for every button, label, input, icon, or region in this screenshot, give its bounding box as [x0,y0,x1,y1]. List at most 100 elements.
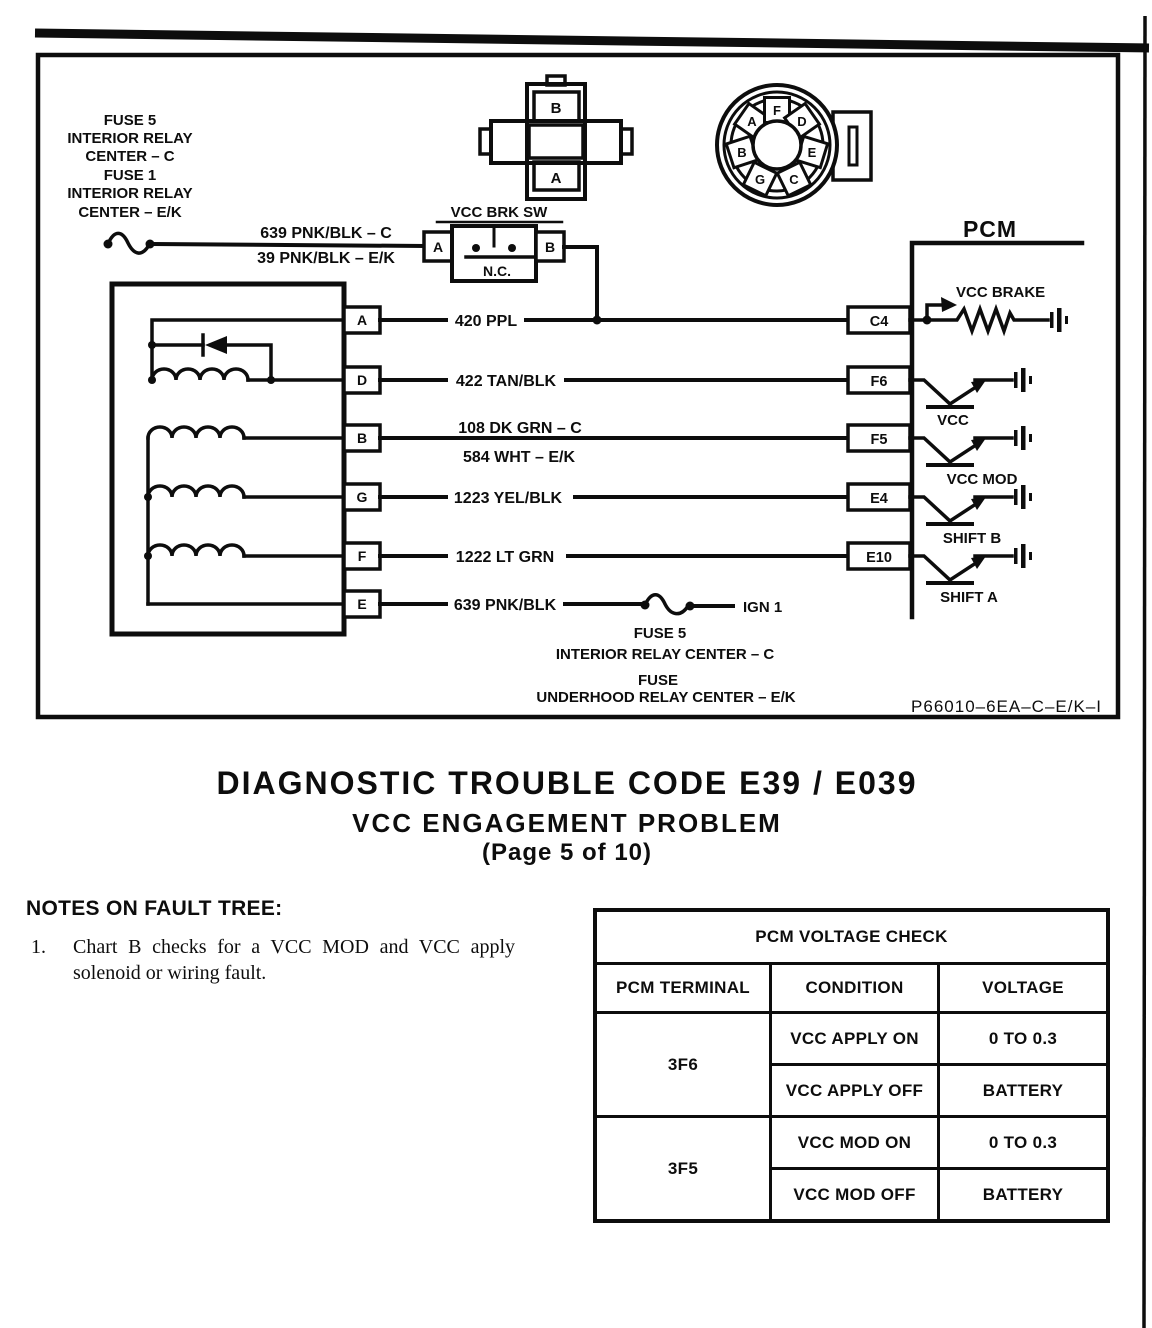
wire-label: 639 PNK/BLK [454,597,557,614]
wire-label: 639 PNK/BLK – C [260,225,392,242]
connector-pin-label: C [789,172,799,187]
column-header-pcm-terminal: PCM TERMINAL [593,962,772,1014]
terminal-label: D [357,372,367,388]
pcm-voltage-check-table: PCM VOLTAGE CHECK PCM TERMINAL CONDITION… [593,908,1110,1223]
cell-voltage: BATTERY [937,1063,1110,1118]
connector-pin-label: F [773,103,781,118]
pcm-pin-label: E10 [866,550,892,566]
switch-pin-label: B [545,239,555,255]
cell-terminal: 3F5 [593,1115,772,1223]
ignition-label: IGN 1 [743,599,782,616]
pcm-pin-label: C4 [870,314,889,330]
cell-voltage: 0 TO 0.3 [937,1115,1110,1170]
note-item-number: 1. [31,936,46,958]
terminal-label: F [358,548,367,564]
cell-condition: VCC APPLY OFF [769,1063,940,1118]
coil-f [146,543,246,558]
wire-label: 1222 LT GRN [456,549,554,566]
pcm-signal-label: VCC MOD [947,471,1018,488]
wire-label: 1223 YEL/BLK [454,490,563,507]
fuse-label: UNDERHOOD RELAY CENTER – E/K [536,689,795,706]
pcm-pin-label: E4 [870,491,888,507]
pcm-signal-label: SHIFT B [943,530,1001,547]
source-label: INTERIOR RELAY [67,130,192,147]
round-connector-drawing [715,83,873,207]
terminal-label: B [357,430,367,446]
wire-label: 420 PPL [455,313,517,330]
pcm-brake-circuit [908,297,1068,337]
source-label: CENTER – C [85,148,174,165]
switch-contact-label: N.C. [483,263,511,279]
page-edge-line [1142,15,1147,1328]
driver-vcc [908,368,1032,409]
diode-symbol [205,336,227,354]
diagram-text: FUSE 5 INTERIOR RELAY CENTER – C FUSE 1 … [67,100,1102,716]
column-header-condition: CONDITION [769,962,940,1014]
cell-voltage: 0 TO 0.3 [937,1011,1110,1066]
connector-pin-label: E [808,145,817,160]
page-subtitle: VCC ENGAGEMENT PROBLEM [352,808,782,838]
cell-condition: VCC MOD OFF [769,1167,940,1223]
pcm-boundary [846,240,1085,620]
harness-wires [378,315,850,616]
page-top-rule [34,28,1150,53]
table-title: PCM VOLTAGE CHECK [593,908,1110,965]
coil-b [146,425,246,440]
pcm-pin-label: F5 [871,432,888,448]
terminal-label: G [357,489,368,505]
connector-pin-label: G [755,172,765,187]
cell-condition: VCC APPLY ON [769,1011,940,1066]
cell-voltage: BATTERY [937,1167,1110,1223]
connector-pin-label: B [737,145,746,160]
connector-cavity-label: A [551,170,562,187]
driver-vcc-mod [908,426,1032,467]
fuse-label: INTERIOR RELAY CENTER – C [556,646,775,663]
pcm-driver-circuits [908,368,1032,585]
solenoid-assembly-drawing [109,281,382,637]
battery-feed-symbol [1050,308,1068,332]
fuse-label: FUSE [638,672,678,689]
ignition-feed-wire [103,231,427,255]
diagram-lines [35,52,1121,720]
source-label: CENTER – E/K [78,204,182,221]
wire-label: 39 PNK/BLK – E/K [257,250,395,267]
terminal-label: A [357,312,367,328]
page-artifacts [34,15,1150,1328]
note-item-text: Chart B checks for a VCC MOD and VCC app… [73,936,515,984]
source-label: FUSE 5 [104,112,157,129]
cross-connector-drawing [478,74,634,201]
pcm-signal-label: SHIFT A [940,589,998,606]
page-title: DIAGNOSTIC TROUBLE CODE E39 / E039 [216,765,918,801]
connector-pin-label: D [797,114,806,129]
wire-label: 422 TAN/BLK [456,373,557,390]
brake-switch-title: VCC BRK SW [451,204,549,221]
connector-pin-label: A [747,114,757,129]
fuse-break-symbol [643,593,690,616]
notes-heading: NOTES ON FAULT TREE: [26,897,283,920]
terminal-label: E [357,596,366,612]
brake-switch-drawing [422,220,599,322]
source-label: INTERIOR RELAY [67,185,192,202]
pcm-title: PCM [963,216,1017,242]
switch-pin-label: A [433,239,443,255]
wire-label: 108 DK GRN – C [458,420,582,437]
diagram-part-number: P66010–6EA–C–E/K–I [911,697,1102,716]
pcm-signal-label: VCC [937,412,969,429]
coil-apply [150,367,250,382]
diagram-border [35,52,1121,720]
coil-g [146,484,246,499]
connector-cavity-label: B [551,100,562,117]
page-number-line: (Page 5 of 10) [481,839,653,866]
cell-terminal: 3F6 [593,1011,772,1118]
fuse-label: FUSE 5 [634,625,687,642]
driver-shift-b [908,485,1032,526]
arrow-head [941,297,957,312]
pcm-signal-label: VCC BRAKE [956,284,1045,301]
column-header-voltage: VOLTAGE [937,962,1110,1014]
driver-shift-a [908,544,1032,585]
resistor-symbol [925,303,1050,337]
source-label: FUSE 1 [104,167,157,184]
pcm-pin-label: F6 [871,374,888,390]
